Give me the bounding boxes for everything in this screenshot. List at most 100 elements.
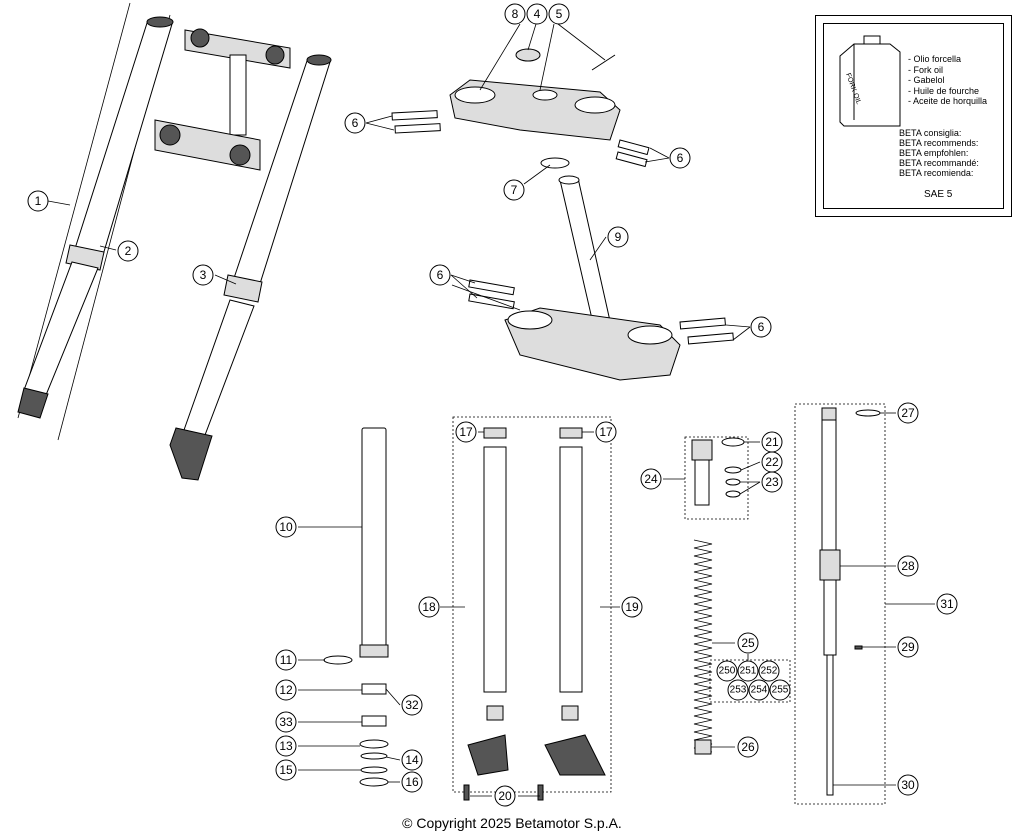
callout-6b: 6 <box>669 147 691 169</box>
callout-label: 10 <box>279 520 293 534</box>
callout-label: 252 <box>761 666 778 677</box>
callout-label: 14 <box>405 753 419 767</box>
callout-4: 4 <box>526 3 548 25</box>
callout-label: 20 <box>498 789 512 803</box>
callout-label: 1 <box>35 194 42 208</box>
callout-label: 17 <box>599 425 613 439</box>
cartridge-valve <box>684 436 749 520</box>
oil-language-item: - Aceite de horquilla <box>908 96 988 106</box>
fork-oil-info-inner: FORK OIL - Olio forcella - Fork oil - Ga… <box>823 23 1004 209</box>
callout-label: 27 <box>901 406 915 420</box>
damper-rod <box>794 403 886 805</box>
callout-label: 6 <box>758 320 765 334</box>
callout-label: 18 <box>422 600 436 614</box>
callout-17a: 17 <box>455 421 477 443</box>
callout-2: 2 <box>117 240 139 262</box>
callout-10: 10 <box>275 516 297 538</box>
callout-label: 31 <box>940 597 954 611</box>
callout-label: 254 <box>751 685 768 696</box>
callout-label: 17 <box>459 425 473 439</box>
callout-label: 21 <box>765 435 779 449</box>
callout-label: 32 <box>405 698 419 712</box>
oil-recommend-item: BETA consiglia: <box>899 128 962 138</box>
callout-28: 28 <box>897 555 919 577</box>
callout-label: 22 <box>765 455 779 469</box>
fork-leg-left <box>17 2 174 441</box>
callout-label: 8 <box>512 7 519 21</box>
callout-32: 32 <box>401 694 423 716</box>
callout-18: 18 <box>418 596 440 618</box>
callout-label: 9 <box>615 230 622 244</box>
callout-6d: 6 <box>750 316 772 338</box>
callout-13: 13 <box>275 735 297 757</box>
callout-label: 13 <box>279 739 293 753</box>
callout-label: 251 <box>740 666 757 677</box>
oil-recommend-item: BETA empfohlen: <box>899 148 969 158</box>
callout-label: 15 <box>279 763 293 777</box>
oil-language-item: - Fork oil <box>908 64 944 75</box>
leader-lines <box>47 23 935 797</box>
fork-leg-right <box>169 54 332 481</box>
upper-triple-clamp <box>391 48 650 169</box>
oil-recommend-item: BETA recomienda: <box>899 168 974 178</box>
callout-24: 24 <box>640 468 662 490</box>
callout-label: 6 <box>677 151 684 165</box>
fork-spring <box>693 539 791 755</box>
callout-label: 30 <box>901 778 915 792</box>
callout-252: 252 <box>758 660 780 682</box>
callout-250: 250 <box>716 660 738 682</box>
callout-8: 8 <box>504 3 526 25</box>
copyright-notice: © Copyright 2025 Betamotor S.p.A. <box>402 815 622 831</box>
callout-25: 25 <box>737 632 759 654</box>
callout-3: 3 <box>192 264 214 286</box>
callout-27: 27 <box>897 402 919 424</box>
callout-19: 19 <box>621 596 643 618</box>
callout-17b: 17 <box>595 421 617 443</box>
callout-253: 253 <box>727 679 749 701</box>
callout-20: 20 <box>494 785 516 807</box>
outer-tube-stack <box>323 427 389 787</box>
callout-15: 15 <box>275 759 297 781</box>
callout-21: 21 <box>761 431 783 453</box>
oil-recommend-item: BETA recommends: <box>899 138 979 148</box>
oil-language-item: - Olio forcella <box>908 54 962 64</box>
callout-label: 7 <box>511 183 518 197</box>
callout-label: 33 <box>279 715 293 729</box>
oil-grade: SAE 5 <box>924 189 953 200</box>
callout-30: 30 <box>897 774 919 796</box>
callout-label: 23 <box>765 475 779 489</box>
lower-triple-clamp <box>468 175 734 381</box>
callout-14: 14 <box>401 749 423 771</box>
oil-recommend-item: BETA recommandé: <box>899 158 979 168</box>
callout-label: 5 <box>556 7 563 21</box>
callout-label: 29 <box>901 640 915 654</box>
triple-clamp-assembly-mini <box>154 28 291 171</box>
callout-251: 251 <box>737 660 759 682</box>
callout-label: 24 <box>644 472 658 486</box>
oil-language-list: - Olio forcella - Fork oil - Gabelol - H… <box>908 54 987 107</box>
inner-tubes <box>452 416 612 801</box>
callout-label: 12 <box>279 683 293 697</box>
callout-label: 3 <box>200 268 207 282</box>
callout-22: 22 <box>761 451 783 473</box>
oil-can-icon: FORK OIL <box>839 35 901 127</box>
callout-label: 2 <box>125 244 132 258</box>
callout-label: 6 <box>352 116 359 130</box>
oil-language-item: - Huile de fourche <box>908 85 980 96</box>
callout-label: 250 <box>719 666 736 677</box>
callout-6c: 6 <box>429 264 451 286</box>
callout-33: 33 <box>275 711 297 733</box>
callout-label: 11 <box>280 653 293 667</box>
oil-recommend-list: BETA consiglia: BETA recommends: BETA em… <box>899 128 979 178</box>
callout-label: 255 <box>772 685 789 696</box>
callout-16: 16 <box>401 771 423 793</box>
callout-23: 23 <box>761 471 783 493</box>
callout-255: 255 <box>769 679 791 701</box>
callout-label: 253 <box>730 685 747 696</box>
callout-6a: 6 <box>344 112 366 134</box>
callout-254: 254 <box>748 679 770 701</box>
callout-12: 12 <box>275 679 297 701</box>
callout-1: 1 <box>27 190 49 212</box>
callout-5: 5 <box>548 3 570 25</box>
callout-31: 31 <box>936 593 958 615</box>
